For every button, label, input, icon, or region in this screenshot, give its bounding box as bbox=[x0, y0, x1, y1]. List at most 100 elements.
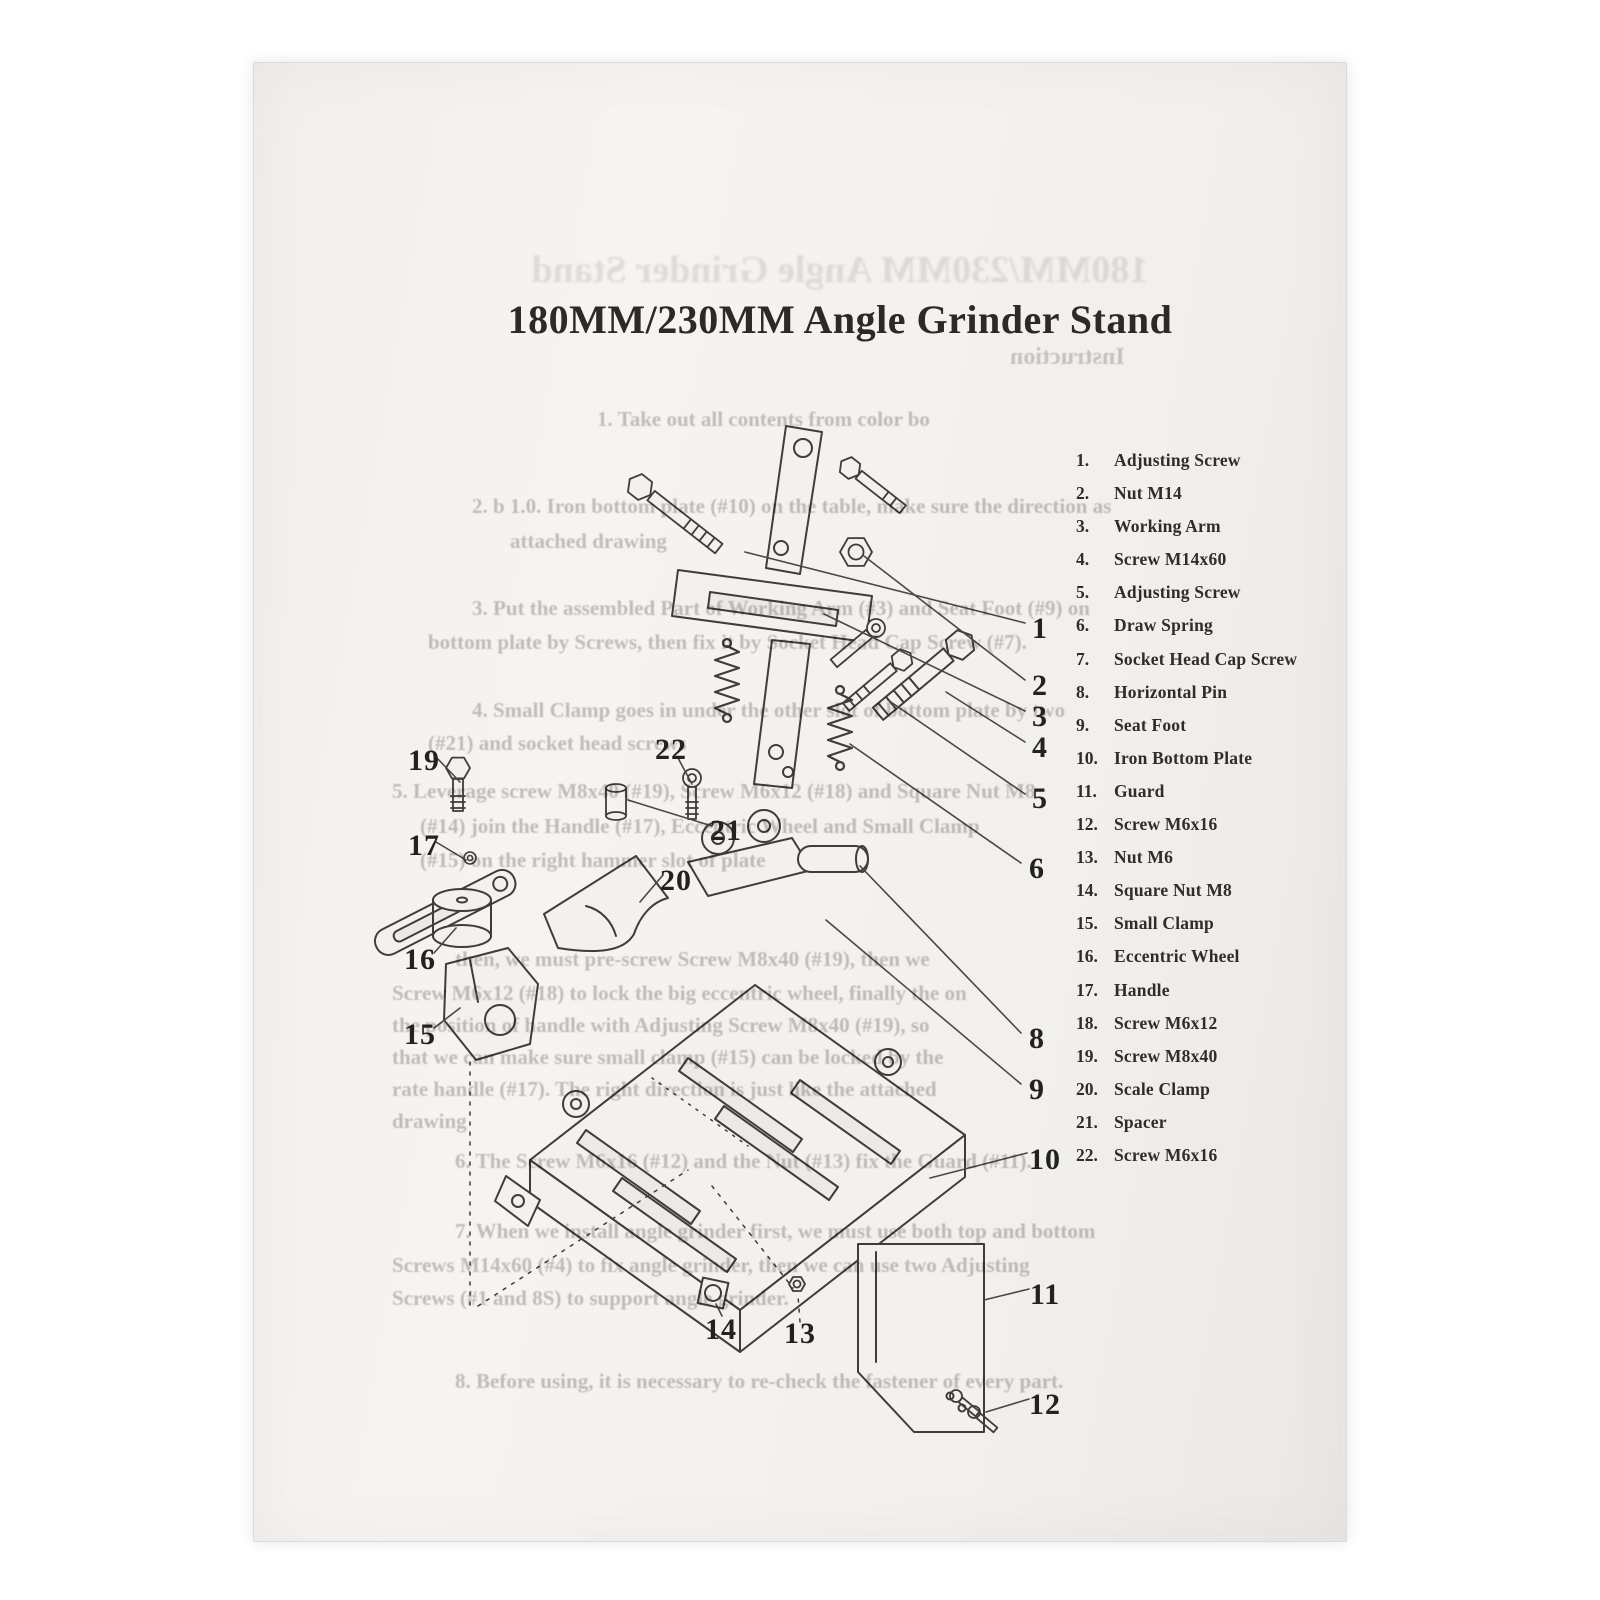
callout-1: 1 bbox=[1032, 612, 1048, 645]
parts-list-item: 5.Adjusting Screw bbox=[1076, 582, 1297, 615]
ghost-text-line: (#21) and socket head screws bbox=[428, 731, 687, 755]
part-number: 4. bbox=[1076, 549, 1090, 570]
callout-10: 10 bbox=[1029, 1143, 1061, 1176]
callout-5: 5 bbox=[1032, 782, 1048, 815]
callout-16: 16 bbox=[404, 943, 436, 976]
part-name: Small Clamp bbox=[1114, 913, 1214, 934]
part-number: 12. bbox=[1076, 814, 1098, 835]
callout-21: 21 bbox=[710, 814, 742, 847]
part-number: 6. bbox=[1076, 615, 1090, 636]
ghost-text-line: attached drawing bbox=[510, 529, 667, 553]
part-name: Eccentric Wheel bbox=[1114, 946, 1240, 967]
part-name: Socket Head Cap Screw bbox=[1114, 648, 1298, 669]
parts-list-item: 3. Working Arm bbox=[1076, 516, 1297, 549]
eccentric-wheel-part bbox=[432, 888, 492, 948]
parts-list-item: 14.Square Nut M8 bbox=[1076, 880, 1297, 913]
callout-2: 2 bbox=[1032, 669, 1048, 702]
square-nut-icon bbox=[696, 1276, 730, 1310]
part-number: 9. bbox=[1076, 714, 1090, 735]
callout-19: 19 bbox=[408, 744, 440, 777]
part-name: Screw M6x16 bbox=[1114, 814, 1218, 835]
part-number: 7. bbox=[1076, 648, 1090, 669]
nut-m6-icon bbox=[788, 1276, 806, 1292]
callout-22: 22 bbox=[655, 733, 687, 766]
callout-6: 6 bbox=[1029, 852, 1045, 885]
parts-list-item: 8.Horizontal Pin bbox=[1076, 682, 1297, 715]
adjusting-screw-5-icon bbox=[841, 648, 914, 712]
part-name: Seat Foot bbox=[1114, 714, 1187, 735]
parts-list-item: 12. Screw M6x16 bbox=[1076, 814, 1297, 847]
part-number: 10. bbox=[1076, 747, 1098, 768]
ghost-text-line: 8. Before using, it is necessary to re-c… bbox=[455, 1369, 1064, 1393]
part-name: Scale Clamp bbox=[1114, 1078, 1211, 1099]
ghost-text-line: Screws (#1 and 8S) to support angle grin… bbox=[392, 1286, 789, 1310]
parts-list: 1.Adjusting Screw 2. Nut M14 3. Working Ar… bbox=[1076, 450, 1297, 1178]
ghost-text-line: (#14) join the Handle (#17), Eccentric W… bbox=[420, 814, 980, 838]
socket-head-cap-screw-icon bbox=[829, 618, 886, 669]
parts-list-item: 15.Small Clamp bbox=[1076, 913, 1297, 946]
callout-14: 14 bbox=[705, 1313, 737, 1346]
part-name: Screw M6x16 bbox=[1114, 1144, 1218, 1165]
spacer-part bbox=[605, 783, 627, 821]
parts-list-item: 7. Socket Head Cap Screw bbox=[1076, 649, 1297, 682]
callout-12: 12 bbox=[1029, 1388, 1061, 1421]
part-name: Adjusting Screw bbox=[1114, 450, 1241, 470]
part-number: 8. bbox=[1076, 681, 1090, 702]
callout-17: 17 bbox=[408, 829, 440, 862]
screw-m6x16-icon bbox=[949, 1389, 999, 1434]
ghost-text-line: bottom plate by Screws, then fix it by S… bbox=[428, 630, 1027, 654]
part-number: 2. bbox=[1076, 483, 1090, 504]
ghost-text-line: that we can make sure small clamp (#15) … bbox=[392, 1045, 944, 1069]
parts-list-item: 17.Handle bbox=[1076, 980, 1297, 1013]
ghost-text-line: Screws M14x60 (#4) to fix angle grinder,… bbox=[392, 1253, 1030, 1277]
part-number: 21. bbox=[1076, 1111, 1098, 1132]
ghost-text-line: 5. Leverage screw M8x40 (#19), Screw M6x… bbox=[392, 779, 1036, 803]
parts-list-item: 22.Screw M6x16 bbox=[1076, 1145, 1297, 1178]
part-number: 11. bbox=[1076, 780, 1097, 801]
callout-13: 13 bbox=[784, 1317, 816, 1350]
part-name: Square Nut M8 bbox=[1114, 880, 1232, 901]
scale-clamp-part bbox=[543, 855, 669, 953]
nut-m14-icon bbox=[839, 537, 873, 567]
part-name: Screw M6x12 bbox=[1114, 1012, 1218, 1033]
ghost-text-line: 3. Put the assembled Part of Working Arm… bbox=[472, 596, 1090, 620]
seat-foot-part bbox=[687, 809, 813, 897]
part-name: Screw M14x60 bbox=[1114, 549, 1227, 570]
ghost-text-line: Screw M6x12 (#18) to lock the big eccent… bbox=[392, 981, 967, 1005]
ghost-text-line: 2. b 1.0. Iron bottom plate (#10) on the… bbox=[472, 494, 1112, 518]
callout-20: 20 bbox=[660, 864, 692, 897]
callout-15: 15 bbox=[404, 1018, 436, 1051]
part-name: Iron Bottom Plate bbox=[1114, 747, 1253, 768]
part-name: Draw Spring bbox=[1114, 615, 1213, 636]
iron-bottom-plate-part bbox=[494, 984, 966, 1353]
ghost-text-line: 1. Take out all contents from color bo bbox=[597, 407, 930, 431]
part-name: Working Arm bbox=[1114, 516, 1221, 537]
ghost-text-line: drawing bbox=[392, 1109, 467, 1133]
part-number: 20. bbox=[1076, 1078, 1098, 1099]
callout-8: 8 bbox=[1029, 1022, 1045, 1055]
part-name: Nut M14 bbox=[1114, 483, 1182, 504]
ghost-text-line: rate handle (#17). The right direction i… bbox=[392, 1077, 937, 1101]
parts-list-item: 4. Screw M14x60 bbox=[1076, 549, 1297, 582]
parts-list-item: 19.Screw M8x40 bbox=[1076, 1046, 1297, 1079]
ghost-text-line: 6. The Screw M6x16 (#12) and the Nut (#1… bbox=[455, 1149, 1032, 1173]
horizontal-pin-part bbox=[797, 845, 869, 873]
part-number: 18. bbox=[1076, 1012, 1098, 1033]
page-title: 180MM/230MM Angle Grinder Stand bbox=[507, 297, 1173, 342]
parts-list-item: 2. Nut M14 bbox=[1076, 483, 1297, 516]
callout-11: 11 bbox=[1029, 1278, 1061, 1311]
callout-4: 4 bbox=[1032, 731, 1048, 764]
construction-lines bbox=[469, 1061, 801, 1323]
part-number: 13. bbox=[1076, 847, 1098, 868]
part-name: Guard bbox=[1114, 780, 1165, 801]
draw-spring-icon bbox=[713, 637, 854, 772]
parts-list-item: 1.Adjusting Screw bbox=[1076, 450, 1297, 483]
parts-list-item: 21.Spacer bbox=[1076, 1112, 1297, 1145]
parts-list-item: 10. Iron Bottom Plate bbox=[1076, 748, 1297, 781]
part-number: 5. bbox=[1076, 582, 1090, 603]
part-number: 3. bbox=[1076, 516, 1090, 537]
upper-bolt-icon bbox=[838, 456, 907, 515]
ghost-text-line: then, we must pre-screw Screw M8x40 (#19… bbox=[455, 947, 930, 971]
